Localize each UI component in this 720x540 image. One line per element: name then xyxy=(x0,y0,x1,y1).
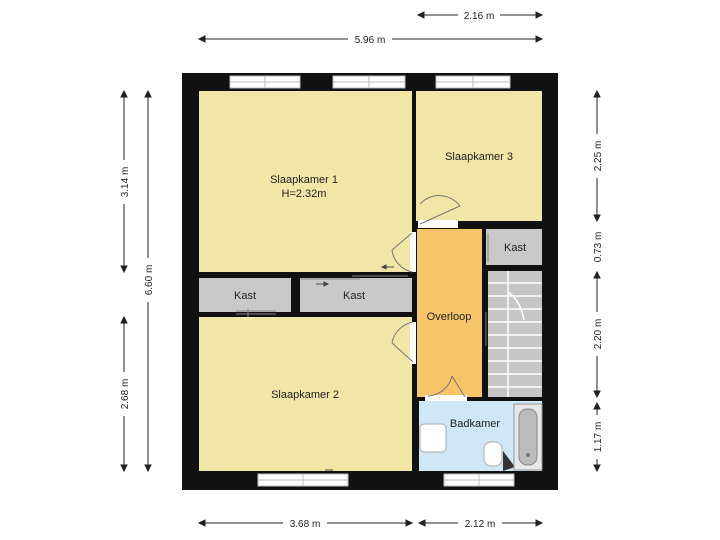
label-overloop: Overloop xyxy=(427,311,472,323)
dim-left-upper: 3.14 m xyxy=(120,167,131,198)
label-kast-mid: Kast xyxy=(343,290,365,302)
dim-right-3: 2.20 m xyxy=(593,319,604,350)
arrow-icon xyxy=(316,264,394,471)
sink-icon xyxy=(419,423,447,453)
stairs-icon xyxy=(488,271,542,397)
toilet-icon xyxy=(483,441,515,471)
dim-top-right: 2.16 m xyxy=(464,11,495,22)
label-kast-right: Kast xyxy=(504,242,526,254)
dim-left-total: 6.60 m xyxy=(144,265,155,296)
window-icon xyxy=(229,75,511,89)
dim-right-2: 0.73 m xyxy=(593,232,604,263)
door-swing-icon xyxy=(391,195,487,401)
room-slaapkamer-2 xyxy=(199,317,412,471)
dim-right-1: 2.25 m xyxy=(593,141,604,172)
dim-right-4: 1.17 m xyxy=(593,422,604,453)
dim-bottom-right: 2.12 m xyxy=(465,519,496,530)
bathtub-icon xyxy=(513,403,543,471)
window-icon-bottom xyxy=(257,473,515,487)
label-slaapkamer-3: Slaapkamer 3 xyxy=(445,151,513,163)
room-kast-right xyxy=(486,229,542,265)
label-badkamer: Badkamer xyxy=(450,418,500,430)
closet-doors xyxy=(236,233,489,317)
label-kast-left: Kast xyxy=(234,290,256,302)
label-slaapkamer-1: Slaapkamer 1 xyxy=(270,174,338,186)
room-stairs xyxy=(488,271,542,397)
label-slaapkamer-1-height: H=2.32m xyxy=(282,188,327,200)
label-slaapkamer-2: Slaapkamer 2 xyxy=(271,389,339,401)
dimension-label-bg xyxy=(117,8,604,530)
dim-left-lower: 2.68 m xyxy=(120,379,131,410)
room-kast-left xyxy=(199,278,291,312)
dim-bottom-left: 3.68 m xyxy=(290,519,321,530)
room-slaapkamer-1 xyxy=(199,91,412,272)
room-overloop xyxy=(417,229,483,397)
dim-top-total: 5.96 m xyxy=(355,35,386,46)
room-slaapkamer-3 xyxy=(416,91,542,221)
